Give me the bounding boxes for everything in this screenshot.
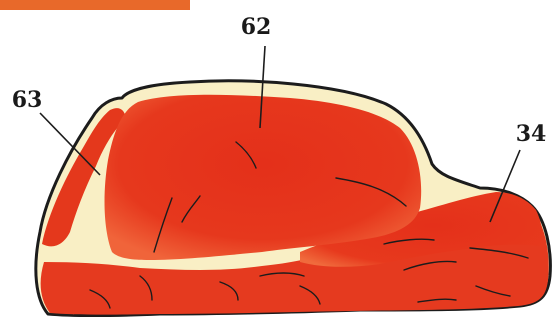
label-63: 63: [12, 87, 43, 113]
label-34: 34: [516, 121, 547, 147]
muscle-62: [105, 95, 422, 260]
label-62: 62: [241, 14, 272, 40]
top-bar: [0, 0, 190, 10]
